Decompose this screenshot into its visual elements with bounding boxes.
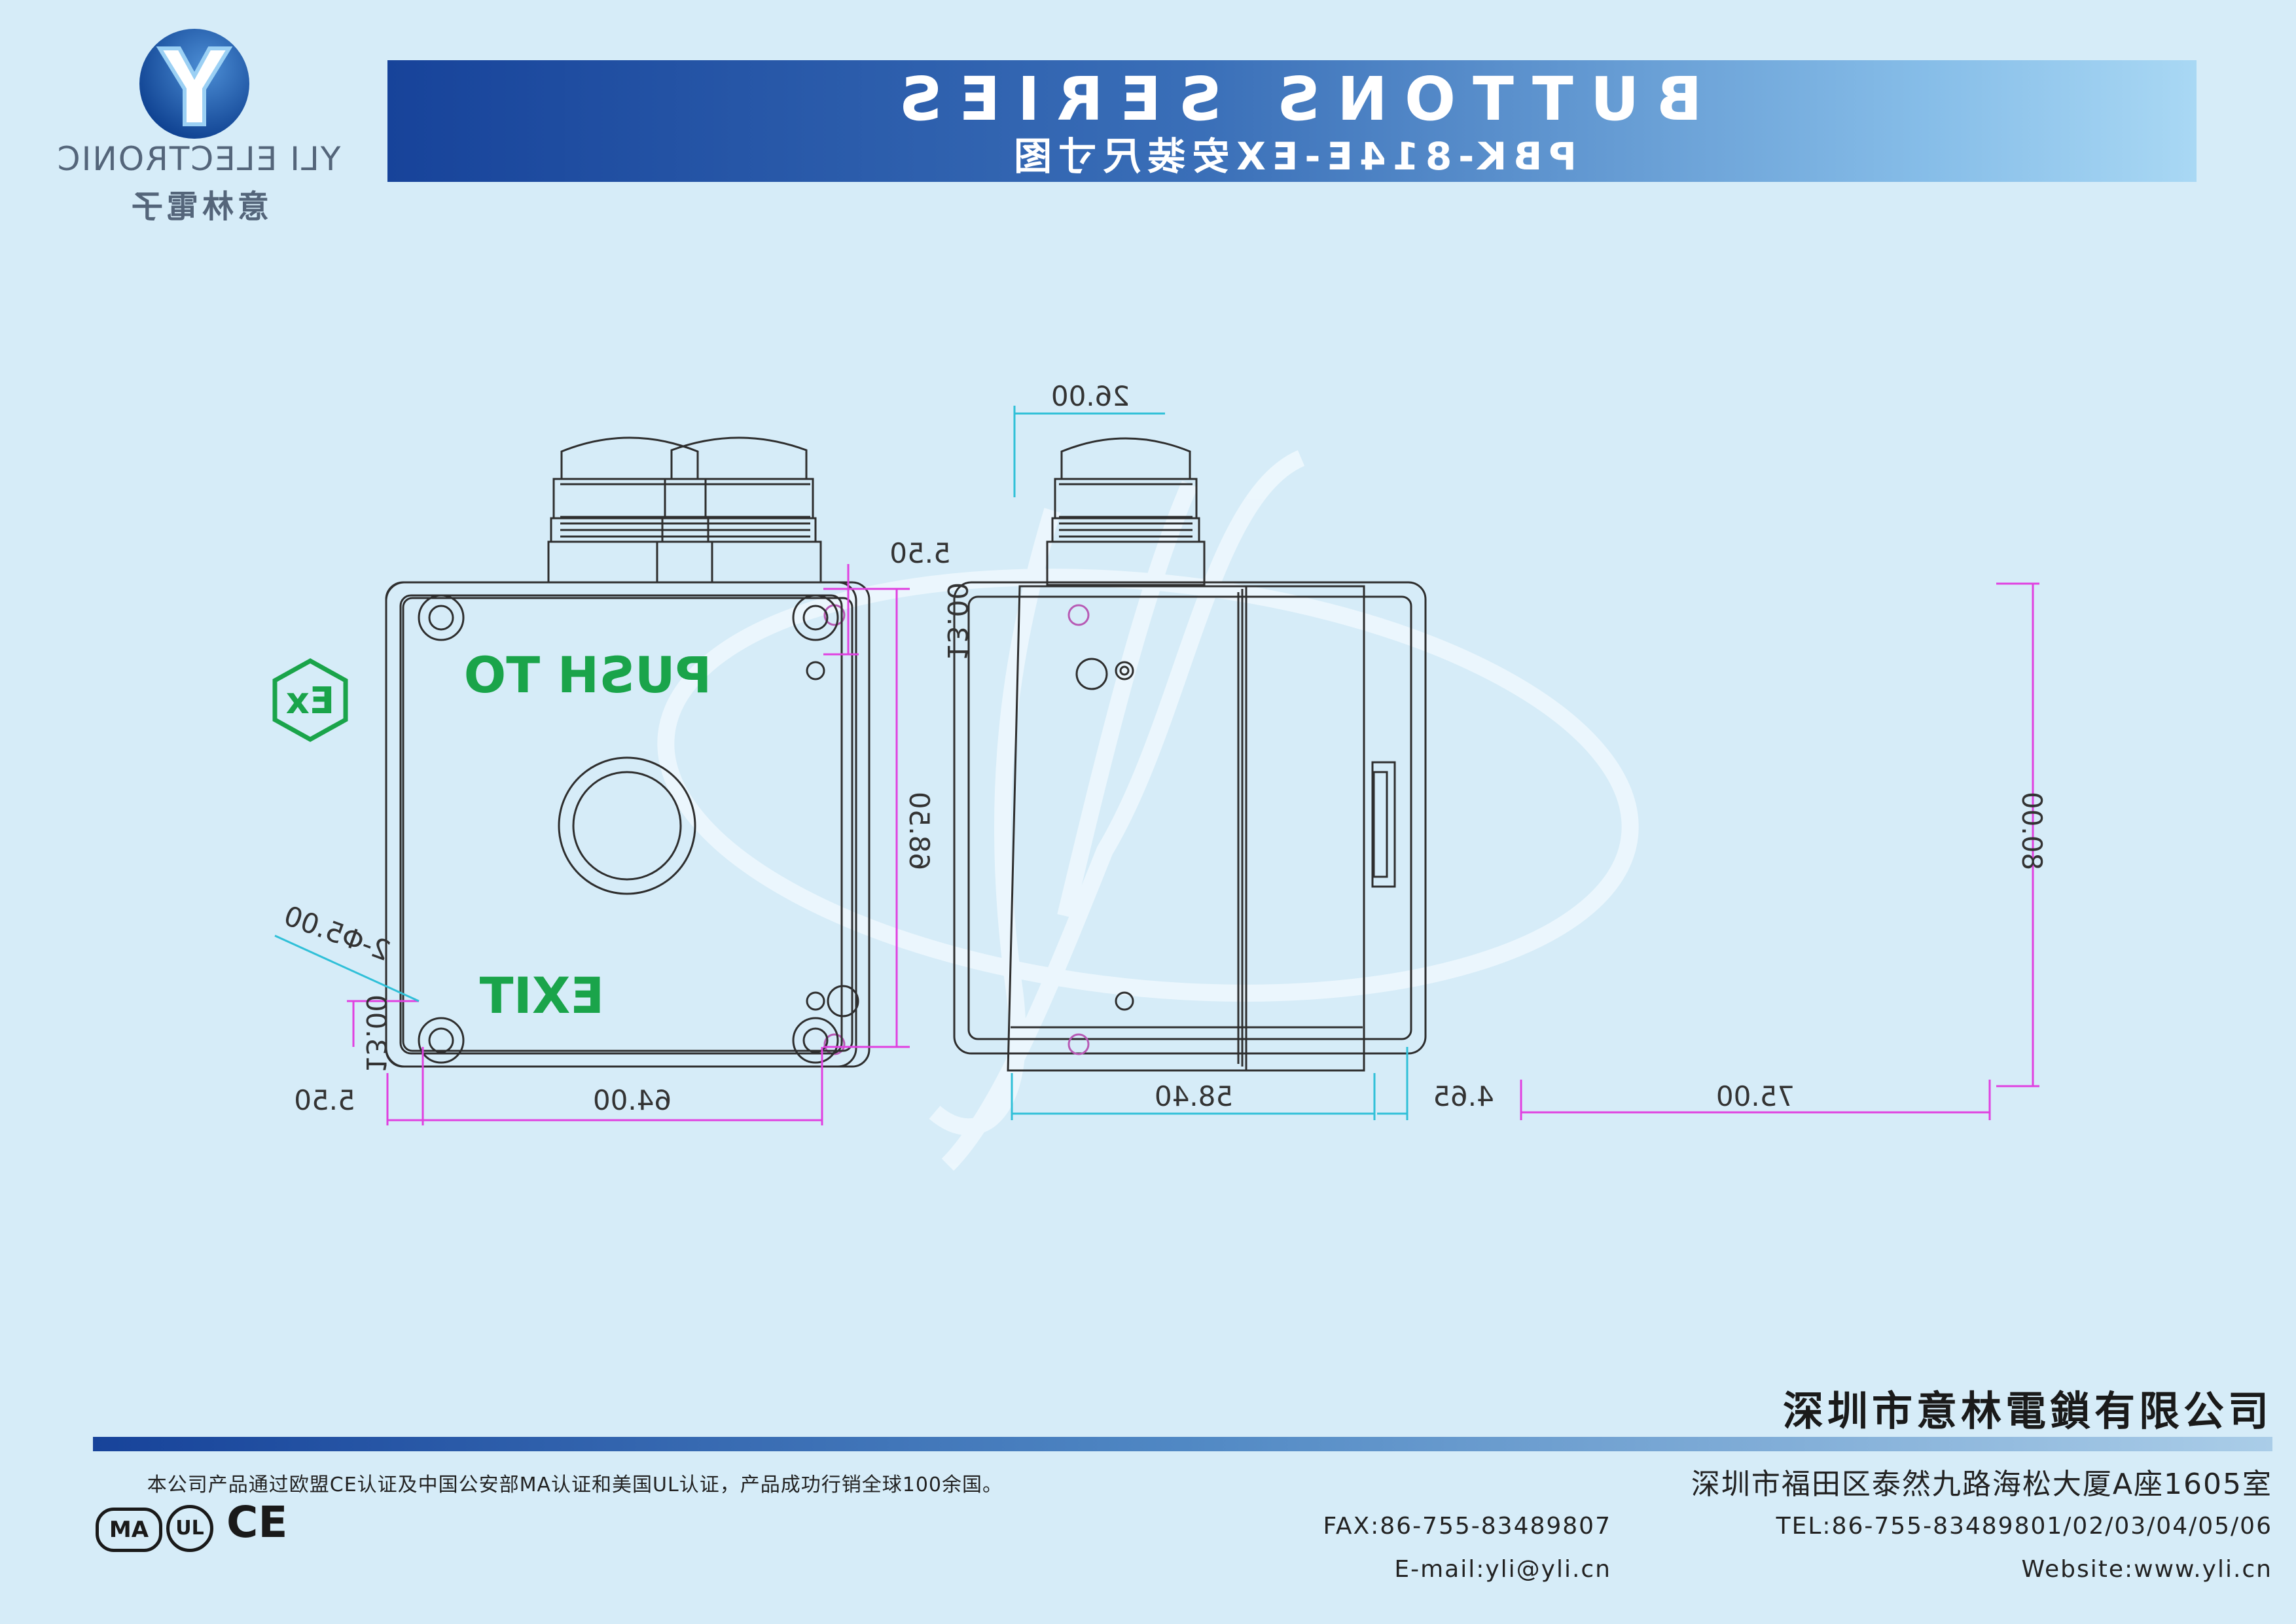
ma-mark-icon: MA bbox=[96, 1508, 162, 1552]
company-tel: TEL:86-755-83489801/02/03/04/05/06 bbox=[1776, 1513, 2272, 1540]
side-view bbox=[1007, 437, 1396, 1072]
dim-hole-spec: 2-Φ5.00 bbox=[279, 900, 394, 968]
rear-screw-top-right bbox=[418, 594, 465, 641]
certification-statement: 本公司产品通过欧盟CE认证及中国公安部MA认证和美国UL认证，产品成功行销全球1… bbox=[147, 1474, 1003, 1496]
dim-hole-pitch-y: 68.50 bbox=[903, 792, 935, 870]
dim-gland-width: 26.00 bbox=[1051, 380, 1130, 412]
dim-edge-offset-bottom: 5.50 bbox=[294, 1084, 355, 1116]
side-view-push-button bbox=[1371, 761, 1396, 888]
ce-mark-icon: CE bbox=[226, 1497, 288, 1547]
dim-leader-hole-spec bbox=[274, 934, 420, 1002]
dim-height: 80.00 bbox=[2016, 792, 2048, 870]
company-website[interactable]: Website:www.yli.cn bbox=[2021, 1556, 2272, 1583]
dim-depth: 58.40 bbox=[1155, 1080, 1233, 1112]
mount-hole-top-left bbox=[1115, 661, 1134, 680]
rear-screw-bottom-right bbox=[418, 1017, 465, 1064]
screw-hole-top-left bbox=[1075, 658, 1108, 690]
push-button-bezel bbox=[558, 756, 696, 895]
front-view-inner-frame bbox=[967, 595, 1412, 1040]
front-view bbox=[547, 436, 1427, 1055]
dim-width: 75.00 bbox=[1716, 1080, 1795, 1112]
side-view-body bbox=[1007, 585, 1247, 1072]
gland-cap bbox=[560, 436, 699, 479]
dim-line-gland-width bbox=[1013, 406, 1165, 497]
screw-hole-bottom-right bbox=[827, 985, 859, 1017]
company-name: 深圳市意林電鎖有限公司 bbox=[1782, 1387, 2272, 1435]
ul-mark-icon: UL bbox=[166, 1505, 213, 1552]
corner-hole-4 bbox=[1067, 604, 1090, 626]
company-email[interactable]: E-mail:yli@yli.cn bbox=[1394, 1556, 1611, 1583]
mount-hole-bottom-left bbox=[1115, 991, 1134, 1011]
footer-divider bbox=[93, 1437, 2272, 1451]
yli-y-emblem-icon bbox=[139, 29, 249, 139]
front-view-outer-shell bbox=[953, 581, 1427, 1055]
label-push-to: PUSH TO bbox=[464, 646, 712, 704]
dim-line-width bbox=[1520, 1080, 1991, 1120]
corner-hole-3 bbox=[823, 1033, 846, 1055]
push-button-cap bbox=[572, 771, 682, 881]
watermark-yli-script bbox=[657, 450, 1639, 1171]
dim-line-depth bbox=[1011, 1073, 1376, 1120]
dim-button-protrusion: 4.65 bbox=[1433, 1080, 1494, 1112]
cert-marks: CE UL MA bbox=[96, 1497, 331, 1555]
rear-face-shell bbox=[385, 581, 870, 1068]
dim-line-protrusion bbox=[1377, 1047, 1408, 1120]
mount-hole-top-right bbox=[806, 661, 825, 680]
label-exit: EXIT bbox=[480, 966, 605, 1025]
ex-mark-icon: Ex bbox=[272, 658, 348, 743]
company-fax: FAX:86-755-83489807 bbox=[1323, 1513, 1611, 1540]
rear-screw-top-left bbox=[792, 594, 839, 641]
company-address: 深圳市福田区泰然九路海松大厦A座1605室 bbox=[1691, 1468, 2272, 1501]
dim-hole-pitch-x: 64.00 bbox=[593, 1084, 672, 1116]
ex-mark-text: Ex bbox=[286, 680, 334, 722]
corner-hole-2 bbox=[1067, 1033, 1090, 1055]
dim-hole-offset-bottom: 13.00 bbox=[360, 995, 392, 1073]
dim-line-height bbox=[1996, 582, 2039, 1087]
rear-screw-bottom-left bbox=[792, 1017, 839, 1064]
dim-edge-offset-top: 5.50 bbox=[889, 537, 951, 569]
dim-hole-offset-top: 13.00 bbox=[941, 582, 973, 661]
mount-hole-bottom-right bbox=[806, 991, 825, 1011]
